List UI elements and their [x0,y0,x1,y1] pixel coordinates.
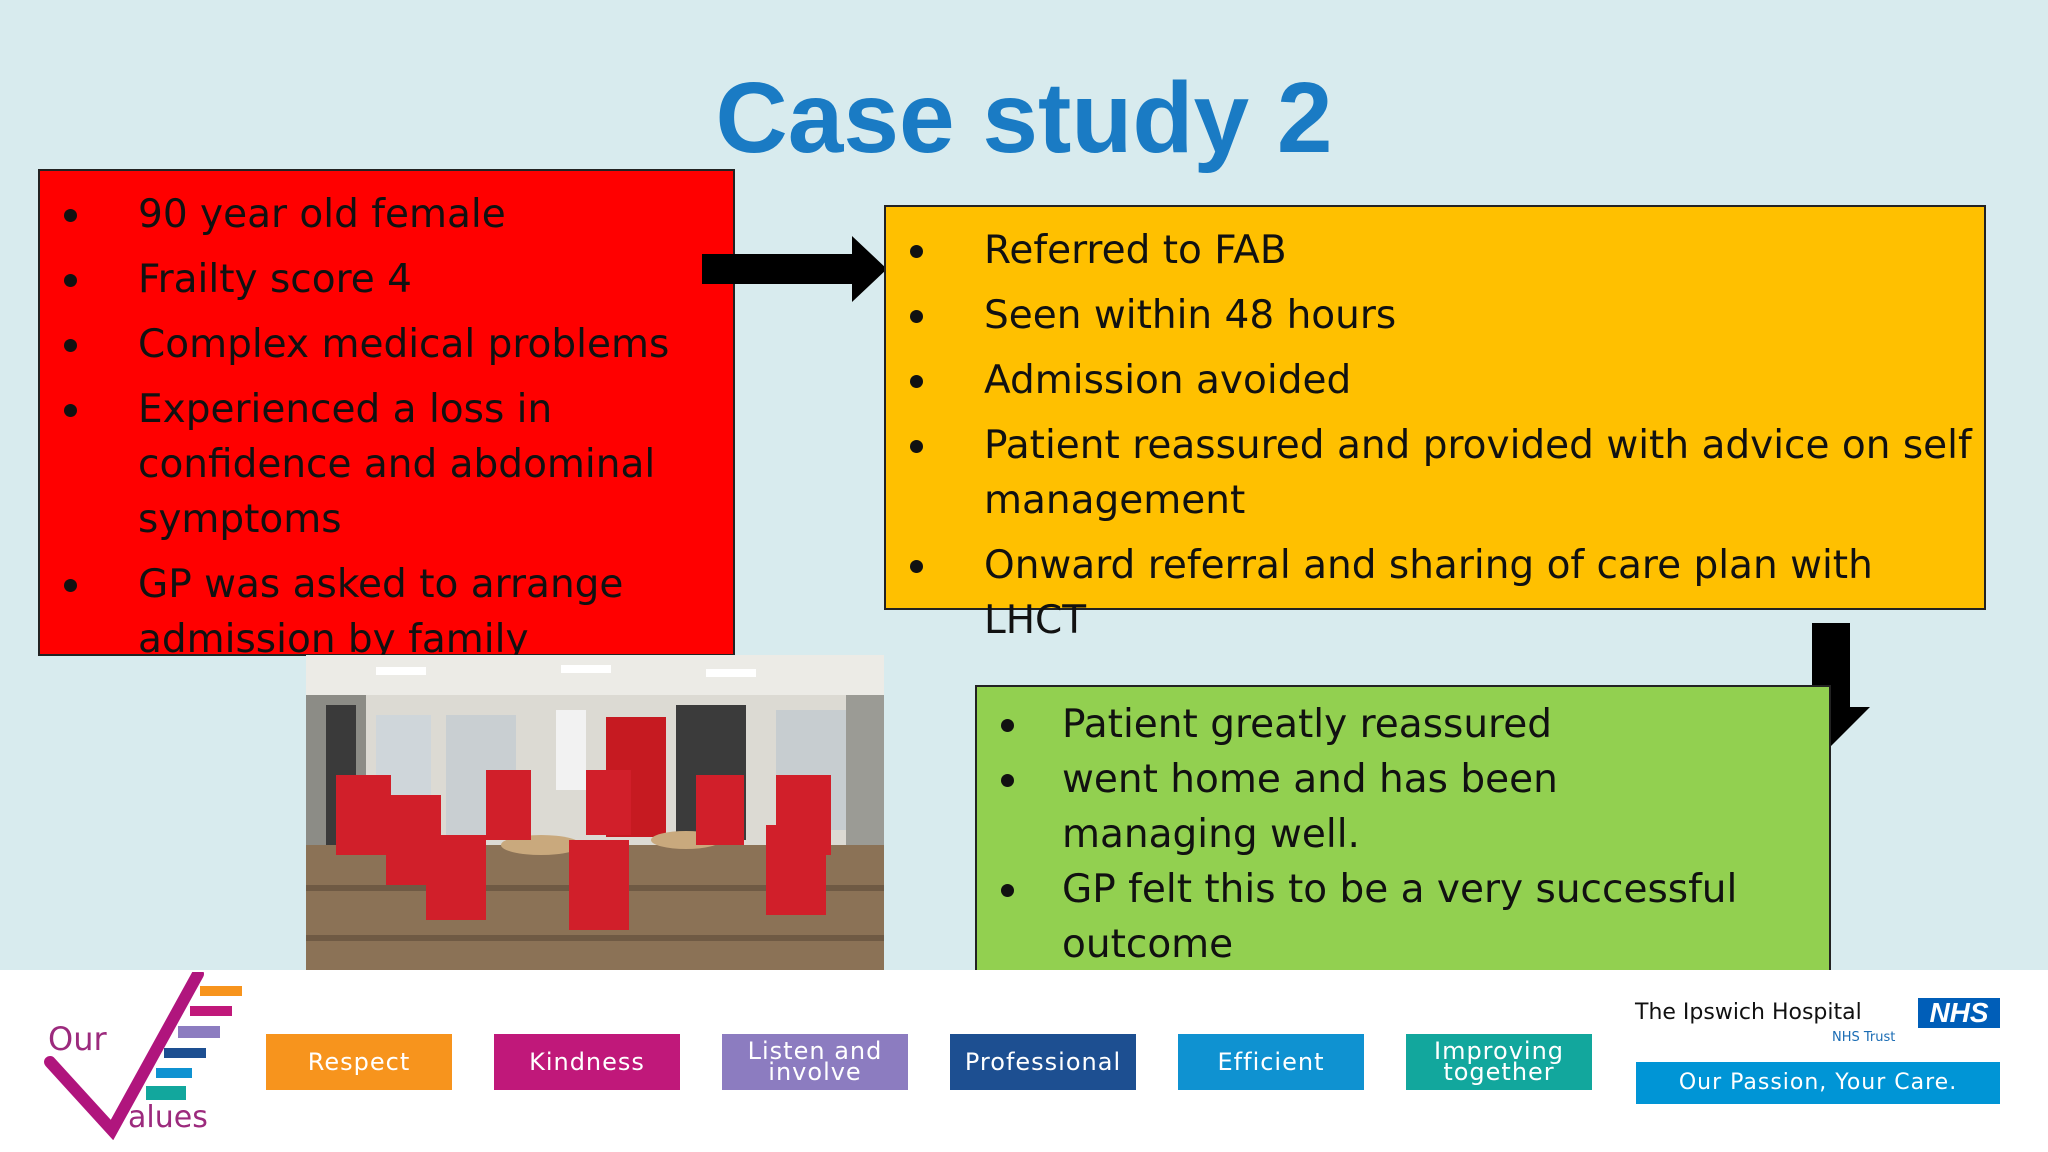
patient-background-list: 90 year old female Frailty score 4 Compl… [40,171,733,667]
list-item: Admission avoided [886,353,1984,408]
list-item: Frailty score 4 [40,252,698,307]
value-kindness: Kindness [494,1034,680,1090]
list-item: Patient greatly reassured [977,697,1762,752]
patient-background-box: 90 year old female Frailty score 4 Compl… [38,169,735,662]
list-item: Complex medical problems [40,317,698,372]
value-listen-and-involve: Listen and involve [722,1034,908,1090]
value-improving-together: Improving together [1406,1034,1592,1090]
value-label: Professional [964,1047,1122,1076]
svg-text:Our: Our [48,1020,107,1058]
slide-title: Case study 2 [715,62,1333,174]
value-label: Listen and involve [747,1037,883,1086]
value-professional: Professional [950,1034,1136,1090]
our-values-logo: Our alues [44,972,242,1140]
value-label: Efficient [1217,1047,1325,1076]
value-efficient: Efficient [1178,1034,1364,1090]
list-item: 90 year old female [40,187,698,242]
svg-text:alues: alues [128,1100,208,1135]
intervention-box: Referred to FAB Seen within 48 hours Adm… [884,205,1986,643]
value-label: Kindness [529,1047,645,1076]
list-item: went home and has been managing well. [977,752,1762,862]
list-item: Seen within 48 hours [886,288,1984,343]
hospital-name: The Ipswich Hospital [1635,1000,1862,1025]
intervention-list: Referred to FAB Seen within 48 hours Adm… [886,207,1984,648]
list-item: Patient reassured and provided with advi… [886,418,1984,528]
outcome-list: Patient greatly reassured went home and … [977,687,1829,972]
arrow-right-icon [702,236,887,302]
value-respect: Respect [266,1034,452,1090]
waiting-room-photo [306,655,884,1007]
list-item: Experienced a loss in confidence and abd… [40,382,698,547]
value-label: Respect [307,1047,411,1076]
list-item: GP was asked to arrange admission by fam… [40,557,698,667]
nhs-trust-label: NHS Trust [1832,1030,1896,1045]
value-label: Improving together [1433,1037,1565,1086]
nhs-logo: NHS [1918,998,2000,1028]
list-item: Onward referral and sharing of care plan… [886,538,1984,648]
tagline: Our Passion, Your Care. [1636,1062,2000,1104]
list-item: GP felt this to be a very successful out… [977,862,1762,972]
list-item: Referred to FAB [886,223,1984,278]
outcome-box: Patient greatly reassured went home and … [975,685,1831,982]
